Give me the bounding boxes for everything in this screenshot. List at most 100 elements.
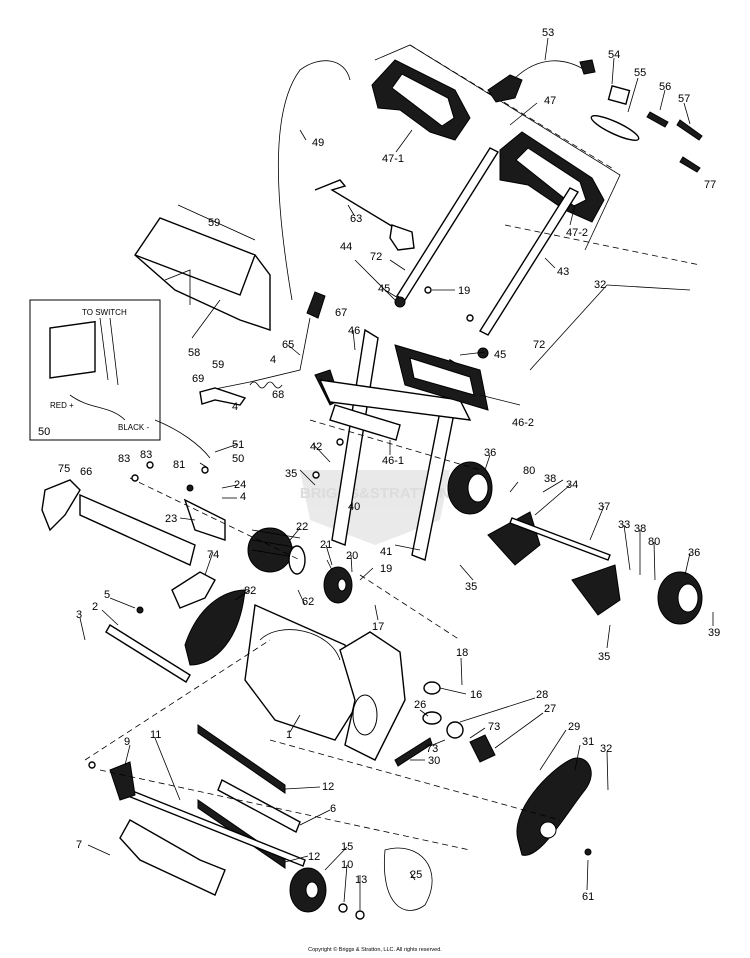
callout-69: 69 xyxy=(192,373,204,385)
screw-77 xyxy=(679,156,701,173)
callout-32-top: 32 xyxy=(594,279,606,291)
callout-54: 54 xyxy=(608,49,620,61)
lever-grip xyxy=(306,291,326,319)
callout-7: 7 xyxy=(76,839,82,851)
callout-2: 2 xyxy=(92,601,98,613)
callout-32-right: 32 xyxy=(600,743,612,755)
callout-33: 33 xyxy=(618,519,630,531)
callout-35-mid: 35 xyxy=(465,581,477,593)
wiring-inset: TO SWITCH RED + BLACK - 50 xyxy=(29,299,161,441)
callout-17: 17 xyxy=(372,621,384,633)
wiring-lead xyxy=(154,419,211,459)
knob-19 xyxy=(424,286,432,294)
callout-38-left: 38 xyxy=(544,473,556,485)
wheel-cover-33 xyxy=(571,564,621,616)
callout-39: 39 xyxy=(708,627,720,639)
rotor-blade-6 xyxy=(217,779,301,833)
callout-75: 75 xyxy=(58,463,70,475)
drive-spring xyxy=(394,737,433,767)
black-label: BLACK - xyxy=(118,423,149,432)
crossbar xyxy=(329,404,401,441)
copyright-notice: Copyright © Briggs & Stratton, LLC. All … xyxy=(308,947,442,953)
callout-11: 11 xyxy=(150,729,161,741)
callout-58: 58 xyxy=(188,347,200,359)
callout-50: 50 xyxy=(232,453,244,465)
callout-15: 15 xyxy=(341,841,353,853)
callout-4-c: 4 xyxy=(240,491,246,503)
callout-3: 3 xyxy=(76,609,82,621)
callout-80-right: 80 xyxy=(648,536,660,548)
callout-63: 63 xyxy=(350,213,362,225)
callout-35-top: 35 xyxy=(285,468,297,480)
drive-belt xyxy=(383,847,433,911)
callout-21: 21 xyxy=(320,539,332,551)
lower-handle xyxy=(314,328,472,561)
bracket-23 xyxy=(183,498,226,541)
housing xyxy=(244,603,361,741)
callout-47-2: 47-2 xyxy=(566,227,588,239)
callout-72-top: 72 xyxy=(370,251,382,263)
callout-72-mid: 72 xyxy=(533,339,545,351)
callout-27: 27 xyxy=(544,703,556,715)
callout-41: 41 xyxy=(380,546,392,558)
rotor-shroud xyxy=(119,819,226,896)
callout-18: 18 xyxy=(456,647,468,659)
callout-34: 34 xyxy=(566,479,578,491)
bracket-75 xyxy=(41,479,81,532)
callout-43: 43 xyxy=(557,266,569,278)
callout-12-bottom: 12 xyxy=(308,851,320,863)
callout-81-top: 81 xyxy=(173,459,185,471)
callout-55: 55 xyxy=(634,67,646,79)
hub-15 xyxy=(289,867,327,913)
callout-77: 77 xyxy=(704,179,716,191)
crossbar-bracket xyxy=(394,344,489,411)
callout-6: 6 xyxy=(330,803,336,815)
switch-plate xyxy=(590,115,640,141)
callout-9: 9 xyxy=(124,736,130,748)
callout-30: 30 xyxy=(428,755,440,767)
callout-5: 5 xyxy=(104,589,110,601)
callout-83-b: 83 xyxy=(118,453,130,465)
callout-26: 26 xyxy=(414,699,426,711)
upper-handle-panel xyxy=(371,59,471,141)
callout-45-mid: 45 xyxy=(494,349,506,361)
callout-labels: 53 54 55 56 57 47 77 47-1 49 47-2 63 59 … xyxy=(58,27,720,903)
callout-46-2: 46-2 xyxy=(512,417,534,429)
callout-73-a: 73 xyxy=(488,721,500,733)
callout-73-b: 73 xyxy=(426,743,438,755)
red-label: RED + xyxy=(50,401,74,410)
belt-cover xyxy=(516,757,592,856)
cover-74 xyxy=(171,571,216,609)
callout-61: 61 xyxy=(582,891,594,903)
callout-74: 74 xyxy=(207,549,219,561)
callout-16: 16 xyxy=(470,689,482,701)
bearing-16 xyxy=(423,681,441,695)
callout-46: 46 xyxy=(348,325,360,337)
fasteners xyxy=(88,314,592,856)
callout-42: 42 xyxy=(310,441,322,453)
crank-rod xyxy=(199,387,247,406)
callout-47: 47 xyxy=(544,95,556,107)
paddle-upper xyxy=(197,724,286,794)
wheel-left xyxy=(447,461,493,515)
callout-45-top: 45 xyxy=(378,283,390,295)
axle xyxy=(509,517,611,561)
rotor-end-9 xyxy=(109,761,136,801)
assembly-lines xyxy=(84,224,701,851)
callout-19-top: 19 xyxy=(458,285,470,297)
callout-66: 66 xyxy=(80,466,92,478)
callout-28: 28 xyxy=(536,689,548,701)
scraper-bar xyxy=(105,624,191,683)
callout-67: 67 xyxy=(335,307,347,319)
callout-62: 62 xyxy=(302,596,314,608)
callout-31: 31 xyxy=(582,736,594,748)
knob-45a xyxy=(394,296,406,308)
wheel-right xyxy=(657,571,703,625)
pulley xyxy=(323,566,353,604)
handle-panel-outline xyxy=(374,44,621,251)
callout-10: 10 xyxy=(341,859,353,871)
callout-12-top: 12 xyxy=(322,781,334,793)
callout-20: 20 xyxy=(346,550,358,562)
callout-24: 24 xyxy=(234,479,246,491)
